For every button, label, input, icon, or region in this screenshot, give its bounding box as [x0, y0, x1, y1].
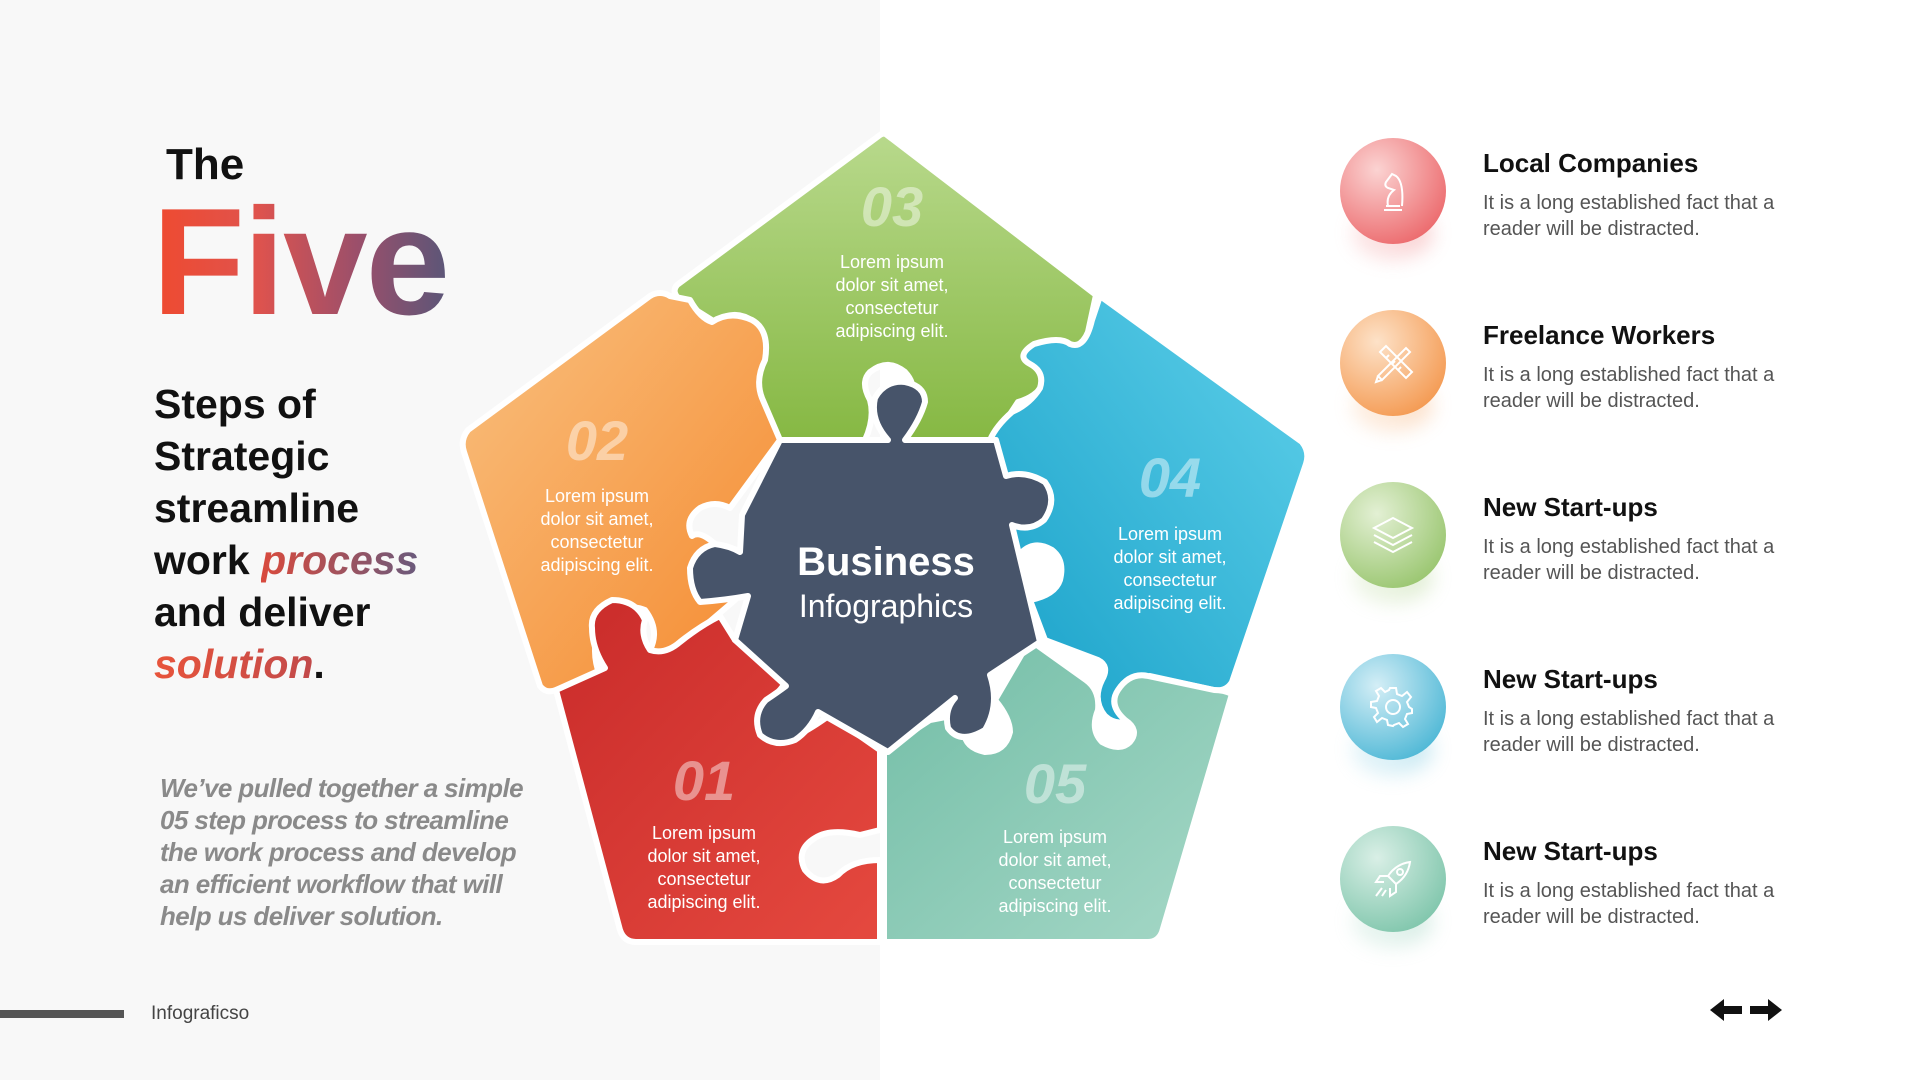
list-item-text: It is a long established fact that a rea…: [1483, 880, 1775, 928]
gear-icon: [1370, 686, 1413, 729]
title-the: The: [166, 140, 245, 189]
headline-process: process: [261, 537, 419, 583]
headline-line-4: work process: [154, 534, 418, 586]
footer-bar: [0, 1010, 124, 1018]
piece-01-line-4: adipiscing elit.: [647, 892, 760, 912]
piece-03-line-2: dolor sit amet,: [835, 275, 948, 295]
headline-line-6: solution.: [154, 638, 418, 690]
piece-number-05: 05: [1024, 752, 1087, 815]
piece-04-line-1: Lorem ipsum: [1118, 524, 1222, 544]
list-item-text: It is a long established fact that a rea…: [1483, 192, 1775, 240]
headline-line-3: streamline: [154, 485, 360, 531]
list-item: Local Companies It is a long established…: [1335, 136, 1815, 256]
piece-05-line-2: dolor sit amet,: [998, 850, 1111, 870]
piece-text-02: Lorem ipsum dolor sit amet, consectetur …: [540, 486, 653, 575]
piece-04-line-2: dolor sit amet,: [1113, 547, 1226, 567]
list-item-circle: [1340, 310, 1446, 416]
list-item-title: Freelance Workers: [1483, 320, 1716, 350]
piece-03-line-1: Lorem ipsum: [840, 252, 944, 272]
list-item-circle: [1340, 654, 1446, 760]
list-item-text: It is a long established fact that a rea…: [1483, 364, 1775, 412]
brand-name: Infograficso: [151, 1003, 250, 1024]
piece-number-04: 04: [1139, 446, 1201, 509]
list-item-text: It is a long established fact that a rea…: [1483, 708, 1775, 756]
center-subtitle: Infographics: [799, 588, 973, 624]
headline-period: .: [313, 641, 325, 687]
piece-04-line-3: consectetur: [1123, 570, 1216, 590]
list-item-title: New Start-ups: [1483, 664, 1658, 694]
list-item: New Start-ups It is a long established f…: [1335, 652, 1815, 772]
piece-03-line-4: adipiscing elit.: [835, 321, 948, 341]
rocket-icon: [1374, 860, 1412, 898]
piece-number-03: 03: [861, 175, 923, 238]
piece-text-01: Lorem ipsum dolor sit amet, consectetur …: [647, 823, 760, 912]
piece-text-05: Lorem ipsum dolor sit amet, consectetur …: [998, 827, 1111, 916]
chess-knight-icon: [1384, 172, 1404, 211]
list-item-text: It is a long established fact that a rea…: [1483, 536, 1775, 584]
piece-number-01: 01: [673, 749, 735, 812]
piece-03-line-3: consectetur: [845, 298, 938, 318]
title-five: Five: [152, 177, 450, 347]
list-item-title: New Start-ups: [1483, 836, 1658, 866]
headline-line-1: Steps of: [154, 381, 316, 427]
pencil-ruler-icon: [1374, 344, 1414, 384]
list-item: New Start-ups It is a long established f…: [1335, 480, 1815, 600]
piece-text-03: Lorem ipsum dolor sit amet, consectetur …: [835, 252, 948, 341]
piece-04-line-4: adipiscing elit.: [1113, 593, 1226, 613]
piece-05-line-4: adipiscing elit.: [998, 896, 1111, 916]
arrow-right-icon[interactable]: [1750, 998, 1782, 1022]
description: We’ve pulled together a simple 05 step p…: [160, 773, 524, 931]
piece-02-line-2: dolor sit amet,: [540, 509, 653, 529]
list-item: Freelance Workers It is a long establish…: [1335, 308, 1815, 428]
arrow-left-icon[interactable]: [1710, 998, 1742, 1022]
piece-05-line-1: Lorem ipsum: [1003, 827, 1107, 847]
headline-solution: solution: [154, 641, 314, 687]
piece-02-line-1: Lorem ipsum: [545, 486, 649, 506]
list-item-circle: [1340, 482, 1446, 588]
headline-line-5: and deliver: [154, 589, 371, 635]
piece-01-line-1: Lorem ipsum: [652, 823, 756, 843]
puzzle-piece-05: [881, 637, 1235, 945]
headline: Steps of Strategic streamline work proce…: [154, 378, 418, 690]
piece-01-line-3: consectetur: [657, 869, 750, 889]
piece-number-02: 02: [566, 409, 628, 472]
headline-line-2: Strategic: [154, 433, 330, 479]
nav-arrows: [1710, 998, 1782, 1022]
piece-05-line-3: consectetur: [1008, 873, 1101, 893]
headline-work: work: [154, 537, 262, 583]
piece-02-line-4: adipiscing elit.: [540, 555, 653, 575]
list-item-title: New Start-ups: [1483, 492, 1658, 522]
piece-02-line-3: consectetur: [550, 532, 643, 552]
center-title: Business: [797, 540, 975, 584]
piece-text-04: Lorem ipsum dolor sit amet, consectetur …: [1113, 524, 1226, 613]
list-item-circle: [1340, 826, 1446, 932]
list-item-circle: [1340, 138, 1446, 244]
list-item: New Start-ups It is a long established f…: [1335, 824, 1815, 944]
list-item-title: Local Companies: [1483, 148, 1699, 178]
layers-icon: [1371, 516, 1415, 554]
center-piece: [687, 378, 1055, 755]
piece-01-line-2: dolor sit amet,: [647, 846, 760, 866]
